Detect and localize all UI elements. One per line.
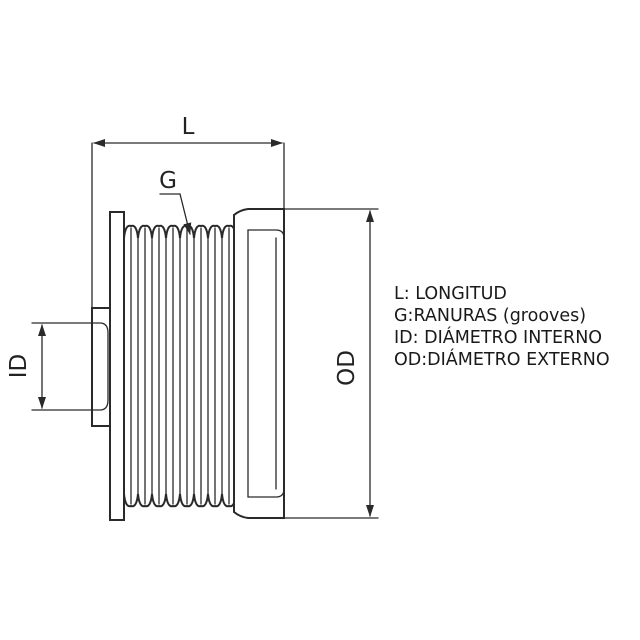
dimension-inner-diameter: ID — [6, 322, 93, 411]
grooves-label: G — [159, 168, 177, 194]
dimension-length: L — [91, 114, 285, 309]
inner-diameter-label: ID — [6, 354, 32, 379]
left-flange — [109, 211, 125, 521]
grooved-body — [123, 224, 237, 508]
legend-outer-diameter: OD:DIÁMETRO EXTERNO — [394, 350, 610, 370]
legend-length: L: LONGITUD — [394, 284, 507, 304]
dimension-grooves: G — [159, 168, 192, 235]
right-housing — [233, 208, 285, 519]
legend-grooves: G:RANURAS (grooves) — [394, 306, 587, 326]
length-label: L — [182, 114, 195, 140]
legend-inner-diameter: ID: DIÁMETRO INTERNO — [394, 328, 603, 348]
dimension-outer-diameter: OD — [283, 208, 379, 519]
legend: L: LONGITUD G:RANURAS (grooves) ID: DIÁM… — [394, 283, 610, 371]
outer-diameter-label: OD — [334, 350, 360, 386]
